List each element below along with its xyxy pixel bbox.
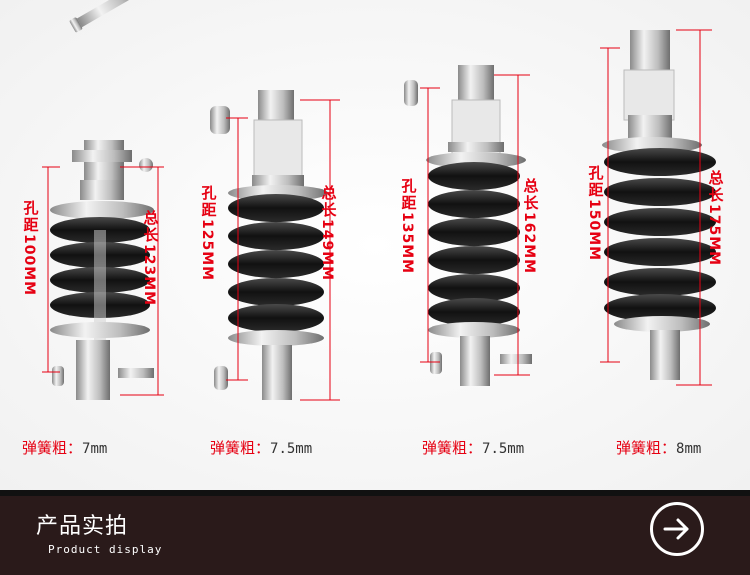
spec-value: 7mm <box>82 441 108 457</box>
product-display-banner <box>0 490 750 575</box>
spring-spec-3: 弹簧粗：7.5mm <box>422 437 524 458</box>
hole-label-char: 距 <box>588 181 604 199</box>
spring-spec-1: 弹簧粗：7mm <box>22 437 107 458</box>
spring-spec-2: 弹簧粗：7.5mm <box>210 437 312 458</box>
total-label-char: 长 <box>523 194 539 212</box>
total-length-value: 175MM <box>706 204 722 267</box>
total-label-char: 长 <box>321 201 337 219</box>
total-label-char: 长 <box>708 186 724 204</box>
hole-distance-value: 100MM <box>21 234 37 297</box>
hole-label-char: 孔 <box>401 177 417 195</box>
product-photo <box>0 0 750 490</box>
hole-distance-label-4: 孔 距 150MM <box>585 164 607 262</box>
total-length-value: 149MM <box>319 219 335 282</box>
total-length-value: 162MM <box>521 212 537 275</box>
hole-distance-value: 135MM <box>399 212 415 275</box>
banner-subtitle: Product display <box>48 543 163 556</box>
total-label-char: 总 <box>708 169 724 187</box>
shock-absorber-3 <box>404 65 532 386</box>
total-label-char: 总 <box>321 184 337 202</box>
banner-title: 产品实拍 <box>36 514 129 539</box>
spec-value: 7.5mm <box>270 441 313 457</box>
spec-label: 弹簧粗： <box>422 439 483 457</box>
hole-label-char: 距 <box>23 216 39 234</box>
total-label-char: 长 <box>143 226 159 244</box>
hole-distance-value: 150MM <box>586 199 602 262</box>
hole-label-char: 孔 <box>23 199 39 217</box>
hole-label-char: 孔 <box>201 184 217 202</box>
total-label-char: 总 <box>143 209 159 227</box>
hole-distance-label-1: 孔 距 100MM <box>20 199 42 297</box>
total-length-label-4: 总 长 175MM <box>705 169 727 267</box>
spec-label: 弹簧粗： <box>22 439 83 457</box>
next-button[interactable] <box>650 502 704 556</box>
spec-label: 弹簧粗： <box>210 439 271 457</box>
shock-absorber-1 <box>42 140 164 400</box>
total-length-value: 123MM <box>141 244 157 307</box>
hole-label-char: 距 <box>201 201 217 219</box>
hole-label-char: 距 <box>401 194 417 212</box>
hole-distance-label-3: 孔 距 135MM <box>398 177 420 275</box>
arrow-right-circle-icon <box>663 518 689 540</box>
loose-bolt-icon <box>69 0 141 33</box>
shock-absorber-4 <box>600 29 716 386</box>
spec-value: 7.5mm <box>482 441 525 457</box>
spring-spec-4: 弹簧粗：8mm <box>616 437 701 458</box>
total-length-label-2: 总 长 149MM <box>318 184 340 282</box>
total-label-char: 总 <box>523 177 539 195</box>
hole-distance-value: 125MM <box>199 219 215 282</box>
hole-label-char: 孔 <box>588 164 604 182</box>
hole-distance-label-2: 孔 距 125MM <box>198 184 220 282</box>
spec-value: 8mm <box>676 441 702 457</box>
total-length-label-1: 总 长 123MM <box>140 209 162 307</box>
total-length-label-3: 总 长 162MM <box>520 177 542 275</box>
banner-stripe <box>0 490 750 496</box>
spec-label: 弹簧粗： <box>616 439 677 457</box>
shock-absorber-2 <box>210 90 340 401</box>
